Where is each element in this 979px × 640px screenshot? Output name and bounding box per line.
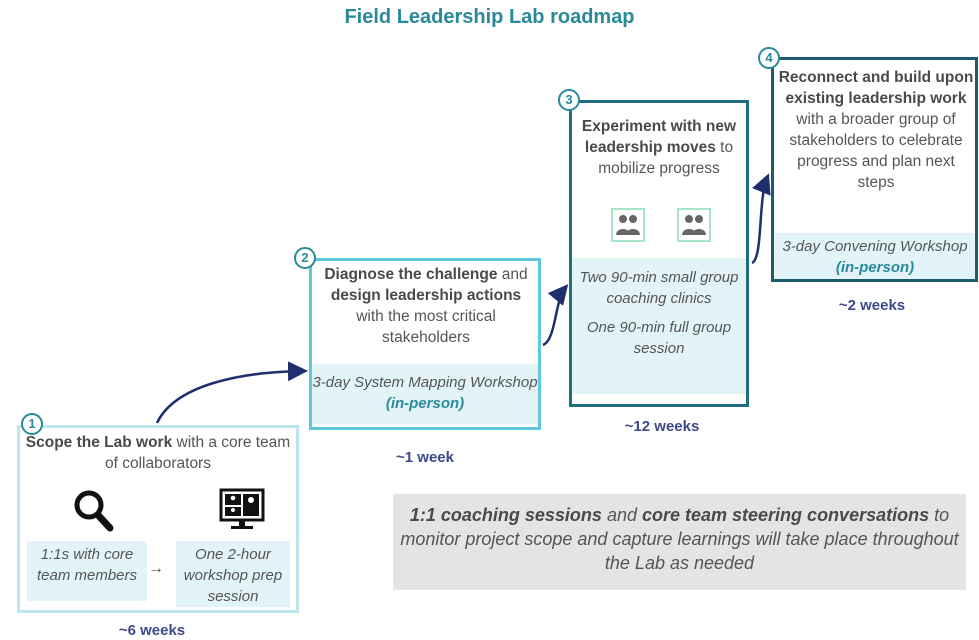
stage-4-description: Reconnect and build upon existing leader… bbox=[778, 69, 974, 191]
stage-3-description: Experiment with new leadership moves to … bbox=[581, 118, 737, 177]
magnifier-icon bbox=[74, 490, 114, 532]
stage-2-number: 2 bbox=[294, 247, 316, 269]
video-conference-icon bbox=[219, 488, 265, 529]
stage-3-activity-full-group: One 90-min full group session bbox=[586, 319, 732, 357]
arrow-stage2-to-stage3 bbox=[542, 284, 569, 347]
stage-1-duration: ~6 weeks bbox=[118, 622, 186, 639]
stage-4-duration: ~2 weeks bbox=[838, 297, 906, 314]
arrow-stage1-to-stage2 bbox=[155, 361, 308, 424]
stage-2-description: Diagnose the challenge and design leader… bbox=[324, 266, 528, 346]
stage-4-activity: 3-day Convening Workshop (in-person) bbox=[775, 233, 975, 279]
stage-3-number: 3 bbox=[558, 89, 580, 111]
stage-1-activity-prep-session: One 2-hour workshop prep session bbox=[176, 541, 290, 607]
stage-1-description: Scope the Lab work with a core team of c… bbox=[25, 434, 291, 472]
arrow-stage3-to-stage4 bbox=[751, 173, 771, 265]
stage-2-duration: ~1 week bbox=[396, 449, 454, 466]
ongoing-coaching-note: 1:1 coaching sessions and core team stee… bbox=[393, 494, 966, 590]
roadmap-title: Field Leadership Lab roadmap bbox=[344, 6, 635, 28]
stage-1-number: 1 bbox=[21, 413, 43, 435]
stage-3-activities: Two 90-min small group coaching clinics … bbox=[572, 258, 746, 394]
stage-1-activity-1on1s: 1:1s with core team members bbox=[27, 541, 147, 601]
stage-3-activity-clinics: Two 90-min small group coaching clinics bbox=[579, 269, 739, 307]
arrow-right-icon: → bbox=[148, 560, 164, 577]
group-icon bbox=[611, 208, 645, 242]
stage-3-duration: ~12 weeks bbox=[624, 418, 700, 435]
stage-2-activity: 3-day System Mapping Workshop (in-person… bbox=[312, 364, 538, 424]
group-icon bbox=[677, 208, 711, 242]
stage-4-number: 4 bbox=[758, 47, 780, 69]
